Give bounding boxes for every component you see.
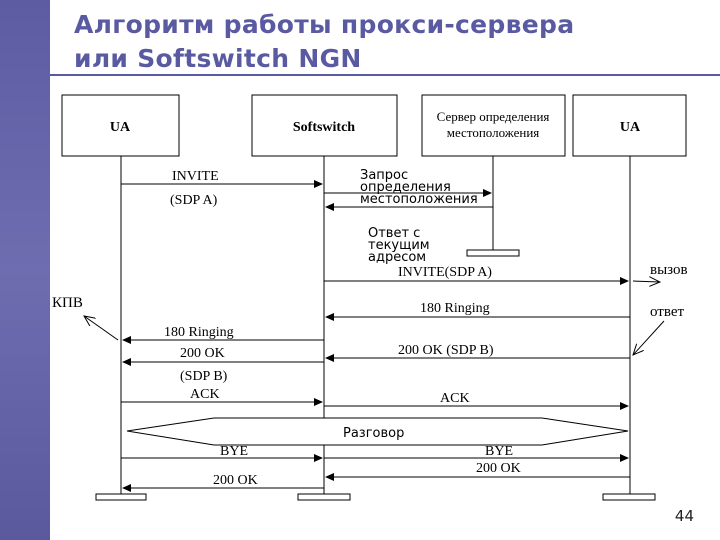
label-ringing-right: 180 Ringing	[420, 301, 490, 316]
entity-box	[251, 94, 398, 157]
title-underline	[50, 74, 720, 76]
entity-softswitch: Softswitch	[251, 94, 398, 157]
entity-label-line-1: Сервер определения	[437, 109, 550, 124]
label-invite-sdp: (SDP A)	[170, 193, 218, 208]
label-invite: INVITE	[172, 169, 219, 184]
lifeline-end-bar	[95, 493, 147, 501]
label-ringing-left: 180 Ringing	[164, 325, 234, 340]
label-location-request-3: местоположения	[360, 192, 478, 207]
note-call: вызов	[650, 262, 688, 278]
lifeline-end-bar	[602, 493, 656, 501]
entity-ua-left: UA	[61, 94, 180, 157]
entity-box	[572, 94, 687, 157]
slide-title-line-2: или Softswitch NGN	[74, 44, 362, 73]
label-location-reply-1: Ответ с	[368, 226, 420, 241]
entity-label: UA	[620, 120, 641, 135]
label-location-reply-2: текущим	[368, 238, 430, 253]
arrow-call	[632, 281, 660, 282]
label-location-request-2: определения	[360, 180, 451, 195]
conversation-double-arrow	[126, 417, 629, 446]
label-location-reply-3: адресом	[368, 250, 426, 265]
label-ok-left: 200 OK	[180, 346, 225, 361]
note-answer: ответ	[650, 304, 685, 320]
note-kpv: КПВ	[52, 295, 83, 311]
label-ok-final-right: 200 OK	[476, 461, 521, 476]
arrow-kpv	[84, 316, 119, 341]
entity-box	[421, 94, 566, 157]
label-bye-right: BYE	[485, 444, 513, 459]
entity-label: Softswitch	[293, 120, 355, 135]
slide-sidebar-bar	[0, 0, 50, 540]
entity-label-line-2: местоположения	[447, 125, 540, 140]
label-ok-final-left: 200 OK	[213, 473, 258, 488]
label-location-request-1: Запрос	[360, 168, 408, 183]
lifeline-end-bar	[466, 249, 520, 257]
entity-location-server: Сервер определения местоположения	[421, 94, 566, 157]
label-ok-sdp-b-right: 200 OK (SDP B)	[398, 343, 494, 358]
label-ack-left: ACK	[190, 387, 220, 402]
label-sdp-b-left: (SDP B)	[180, 369, 228, 384]
lifeline-end-bar	[297, 493, 351, 501]
slide-title-line-1: Алгоритм работы прокси-сервера	[74, 10, 575, 39]
label-ack-right: ACK	[440, 391, 470, 406]
entity-label: UA	[110, 120, 131, 135]
arrow-answer	[633, 320, 665, 355]
label-bye-left: BYE	[220, 444, 248, 459]
slide-title: Алгоритм работы прокси-сервера или Softs…	[74, 8, 574, 76]
label-invite-sdp-a: INVITE(SDP A)	[398, 265, 492, 280]
entity-ua-right: UA	[572, 94, 687, 157]
page-number: 44	[674, 507, 694, 525]
label-conversation: Разговор	[343, 426, 404, 441]
